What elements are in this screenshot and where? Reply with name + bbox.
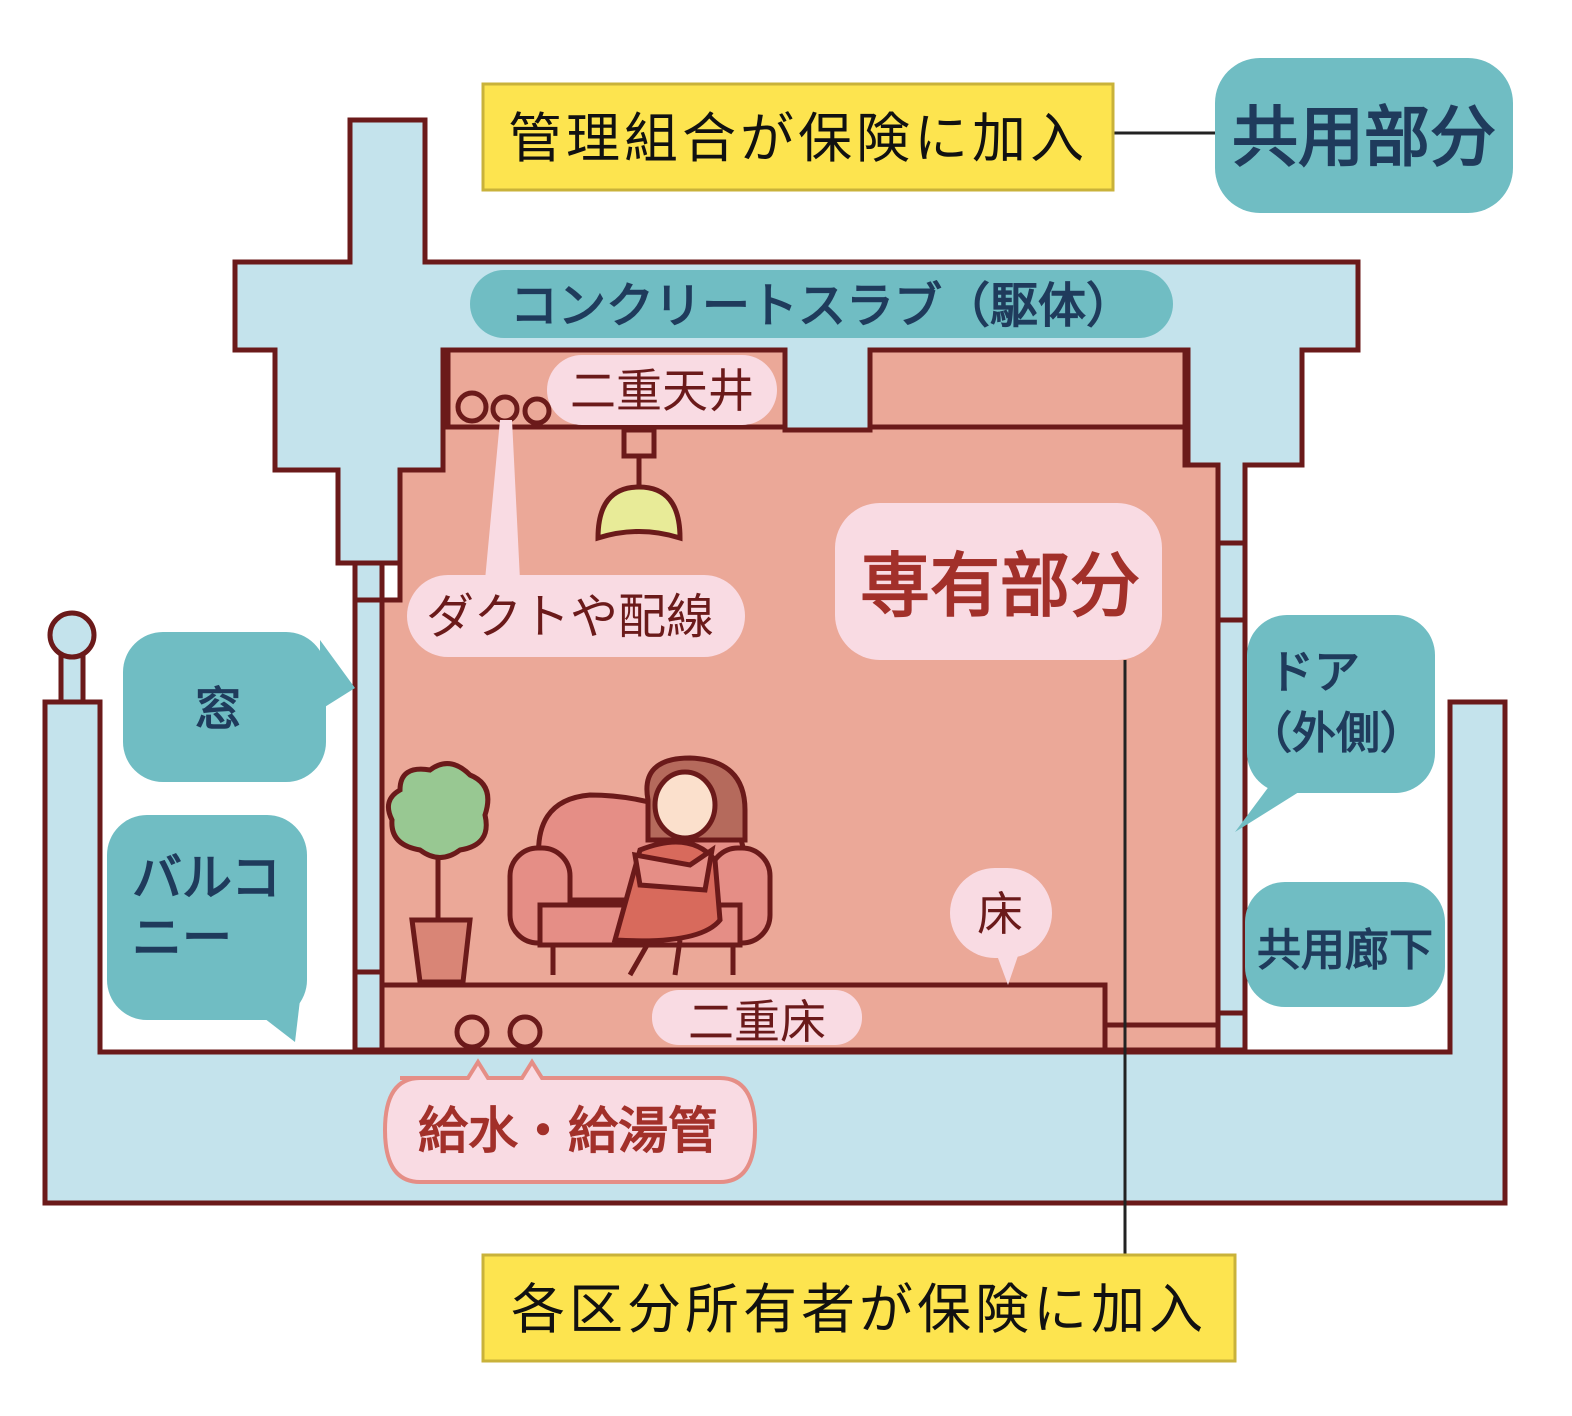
person-on-sofa-icon xyxy=(507,755,773,977)
pipes-label: 給水・給湯管 xyxy=(382,1058,758,1184)
common-title-text: 共用部分 xyxy=(1232,99,1496,176)
private-insurance-text: 各区分所有者が保険に加入 xyxy=(511,1278,1207,1341)
floor-step xyxy=(1102,1022,1221,1053)
duct-icon xyxy=(522,396,552,426)
pipe-icon xyxy=(507,1014,543,1050)
door-text-line1: ドア xyxy=(1268,645,1360,699)
plant-icon xyxy=(385,761,491,985)
double-ceiling-text: 二重天井 xyxy=(570,364,754,418)
ducts-label: ダクトや配線 xyxy=(407,420,745,657)
double-floor-label: 二重床 xyxy=(652,990,862,1049)
floor-label: 床 xyxy=(950,868,1052,985)
railing-post xyxy=(58,652,86,705)
railing-knob xyxy=(47,610,97,660)
common-insurance-text: 管理組合が保険に加入 xyxy=(508,107,1088,170)
door-text-line2: （外側） xyxy=(1248,708,1424,759)
window-label: 窓 xyxy=(123,632,355,782)
duct-icon xyxy=(490,394,520,424)
double-ceiling-label: 二重天井 xyxy=(547,355,777,425)
pipe-icon xyxy=(454,1014,490,1050)
window-text: 窓 xyxy=(195,682,241,736)
private-title-text: 専有部分 xyxy=(860,545,1140,627)
common-insurance-note: 管理組合が保険に加入 xyxy=(481,82,1115,192)
ducts-text: ダクトや配線 xyxy=(426,589,714,645)
floor-text: 床 xyxy=(977,887,1023,941)
balcony-label: バルコ ニー xyxy=(107,815,307,1042)
corridor-label: 共用廊下 xyxy=(1245,882,1445,1007)
slab-text: コンクリートスラブ（駆体） xyxy=(510,278,1134,334)
door-label: ドア （外側） xyxy=(1235,615,1435,832)
balcony-text-line1: バルコ xyxy=(132,849,281,907)
common-part-title: 共用部分 xyxy=(1215,58,1513,213)
private-insurance-note: 各区分所有者が保険に加入 xyxy=(481,1253,1237,1363)
double-floor-text: 二重床 xyxy=(688,995,826,1049)
pendant-lamp-icon xyxy=(595,427,683,542)
window-frame xyxy=(352,560,385,1053)
pipes-text: 給水・給湯管 xyxy=(418,1102,718,1160)
door-frame xyxy=(1215,540,1248,1053)
private-part-title: 専有部分 xyxy=(835,503,1162,660)
slab-label: コンクリートスラブ（駆体） xyxy=(470,270,1173,338)
corridor-text: 共用廊下 xyxy=(1257,925,1433,976)
duct-icon xyxy=(455,390,489,424)
balcony-text-line2: ニー xyxy=(132,909,232,967)
